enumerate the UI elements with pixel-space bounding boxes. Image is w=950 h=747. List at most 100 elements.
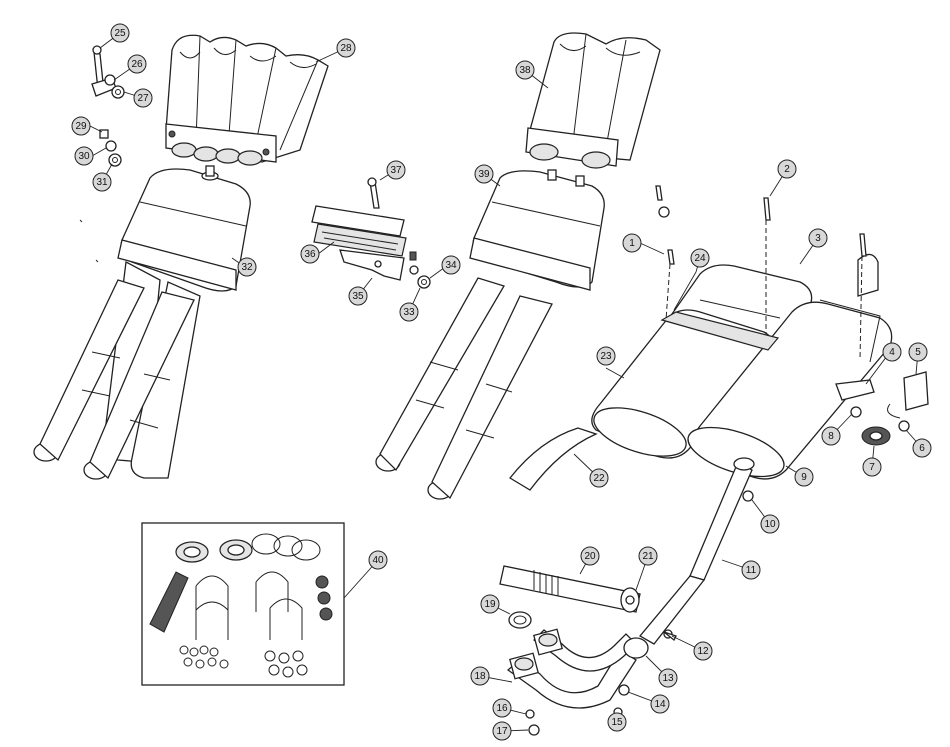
callout-marker — [441, 255, 461, 275]
callout-30: 30 — [74, 146, 94, 166]
callout-13: 13 — [658, 668, 678, 688]
callout-marker — [622, 233, 642, 253]
callout-number: 2 — [784, 164, 790, 175]
callout-40: 40 — [368, 550, 388, 570]
callout-marker — [908, 342, 928, 362]
callout-number: 4 — [889, 347, 895, 358]
callout-number: 32 — [241, 262, 253, 273]
callout-number: 26 — [131, 59, 143, 70]
callout-37: 37 — [386, 160, 406, 180]
callout-marker — [760, 514, 780, 534]
callout-marker — [386, 160, 406, 180]
callout-2: 2 — [777, 159, 797, 179]
left-hardware — [79, 45, 125, 263]
callout-6: 6 — [912, 438, 932, 458]
callout-marker — [336, 38, 356, 58]
callout-number: 3 — [815, 233, 821, 244]
hardware-kit-box — [141, 522, 345, 686]
callout-marker — [492, 698, 512, 718]
callout-marker — [474, 164, 494, 184]
left-rear-muffler — [117, 165, 251, 292]
callout-20: 20 — [580, 546, 600, 566]
callout-marker — [300, 244, 320, 264]
callout-14: 14 — [650, 694, 670, 714]
callout-marker — [638, 546, 658, 566]
callout-marker — [741, 560, 761, 580]
callout-11: 11 — [741, 560, 761, 580]
callout-36: 36 — [300, 244, 320, 264]
callout-35: 35 — [348, 286, 368, 306]
callout-marker — [92, 172, 112, 192]
callout-number: 24 — [694, 253, 706, 264]
main-system — [499, 185, 929, 736]
callout-marker — [808, 228, 828, 248]
callout-marker — [399, 302, 419, 322]
callout-1: 1 — [622, 233, 642, 253]
callout-10: 10 — [760, 514, 780, 534]
callout-marker — [882, 342, 902, 362]
callout-7: 7 — [862, 457, 882, 477]
callout-marker — [480, 594, 500, 614]
callout-21: 21 — [638, 546, 658, 566]
callout-number: 5 — [915, 347, 921, 358]
callout-22: 22 — [589, 468, 609, 488]
callout-number: 10 — [764, 519, 776, 530]
callout-5: 5 — [908, 342, 928, 362]
callout-17: 17 — [492, 721, 512, 741]
callout-32: 32 — [237, 257, 257, 277]
callout-23: 23 — [596, 346, 616, 366]
callout-number: 37 — [390, 165, 402, 176]
callout-27: 27 — [133, 88, 153, 108]
callout-number: 7 — [869, 462, 875, 473]
callout-number: 13 — [662, 673, 674, 684]
callout-marker — [589, 468, 609, 488]
callout-26: 26 — [127, 54, 147, 74]
callout-marker — [862, 457, 882, 477]
callout-number: 20 — [584, 551, 596, 562]
callout-marker — [127, 54, 147, 74]
callout-marker — [74, 146, 94, 166]
callout-16: 16 — [492, 698, 512, 718]
callout-number: 9 — [801, 472, 807, 483]
callout-number: 38 — [519, 65, 531, 76]
callout-number: 6 — [919, 443, 925, 454]
callout-marker — [348, 286, 368, 306]
callout-number: 35 — [352, 291, 364, 302]
callout-number: 21 — [642, 551, 654, 562]
callout-marker — [821, 426, 841, 446]
callout-number: 14 — [654, 699, 666, 710]
callout-number: 39 — [478, 169, 490, 180]
callout-marker — [133, 88, 153, 108]
callout-29: 29 — [71, 116, 91, 136]
callout-marker — [580, 546, 600, 566]
callout-number: 36 — [304, 249, 316, 260]
callout-marker — [794, 467, 814, 487]
callout-marker — [650, 694, 670, 714]
callout-marker — [110, 23, 130, 43]
left-trim-cover — [165, 34, 329, 166]
callout-number: 28 — [340, 43, 352, 54]
callout-8: 8 — [821, 426, 841, 446]
callout-marker — [777, 159, 797, 179]
callout-marker — [693, 641, 713, 661]
callout-marker — [658, 668, 678, 688]
center-trim-cover — [525, 32, 661, 169]
callout-number: 34 — [445, 260, 457, 271]
callout-39: 39 — [474, 164, 494, 184]
center-rear-muffler — [469, 169, 605, 291]
callout-marker — [607, 712, 627, 732]
callout-33: 33 — [399, 302, 419, 322]
mount-bracket-assembly — [311, 177, 431, 289]
callout-31: 31 — [92, 172, 112, 192]
callout-4: 4 — [882, 342, 902, 362]
callout-number: 30 — [78, 151, 90, 162]
callout-18: 18 — [470, 666, 490, 686]
callout-number: 29 — [75, 121, 87, 132]
callout-number: 27 — [137, 93, 149, 104]
callout-number: 25 — [114, 28, 126, 39]
callout-marker — [596, 346, 616, 366]
callout-24: 24 — [690, 248, 710, 268]
callout-28: 28 — [336, 38, 356, 58]
